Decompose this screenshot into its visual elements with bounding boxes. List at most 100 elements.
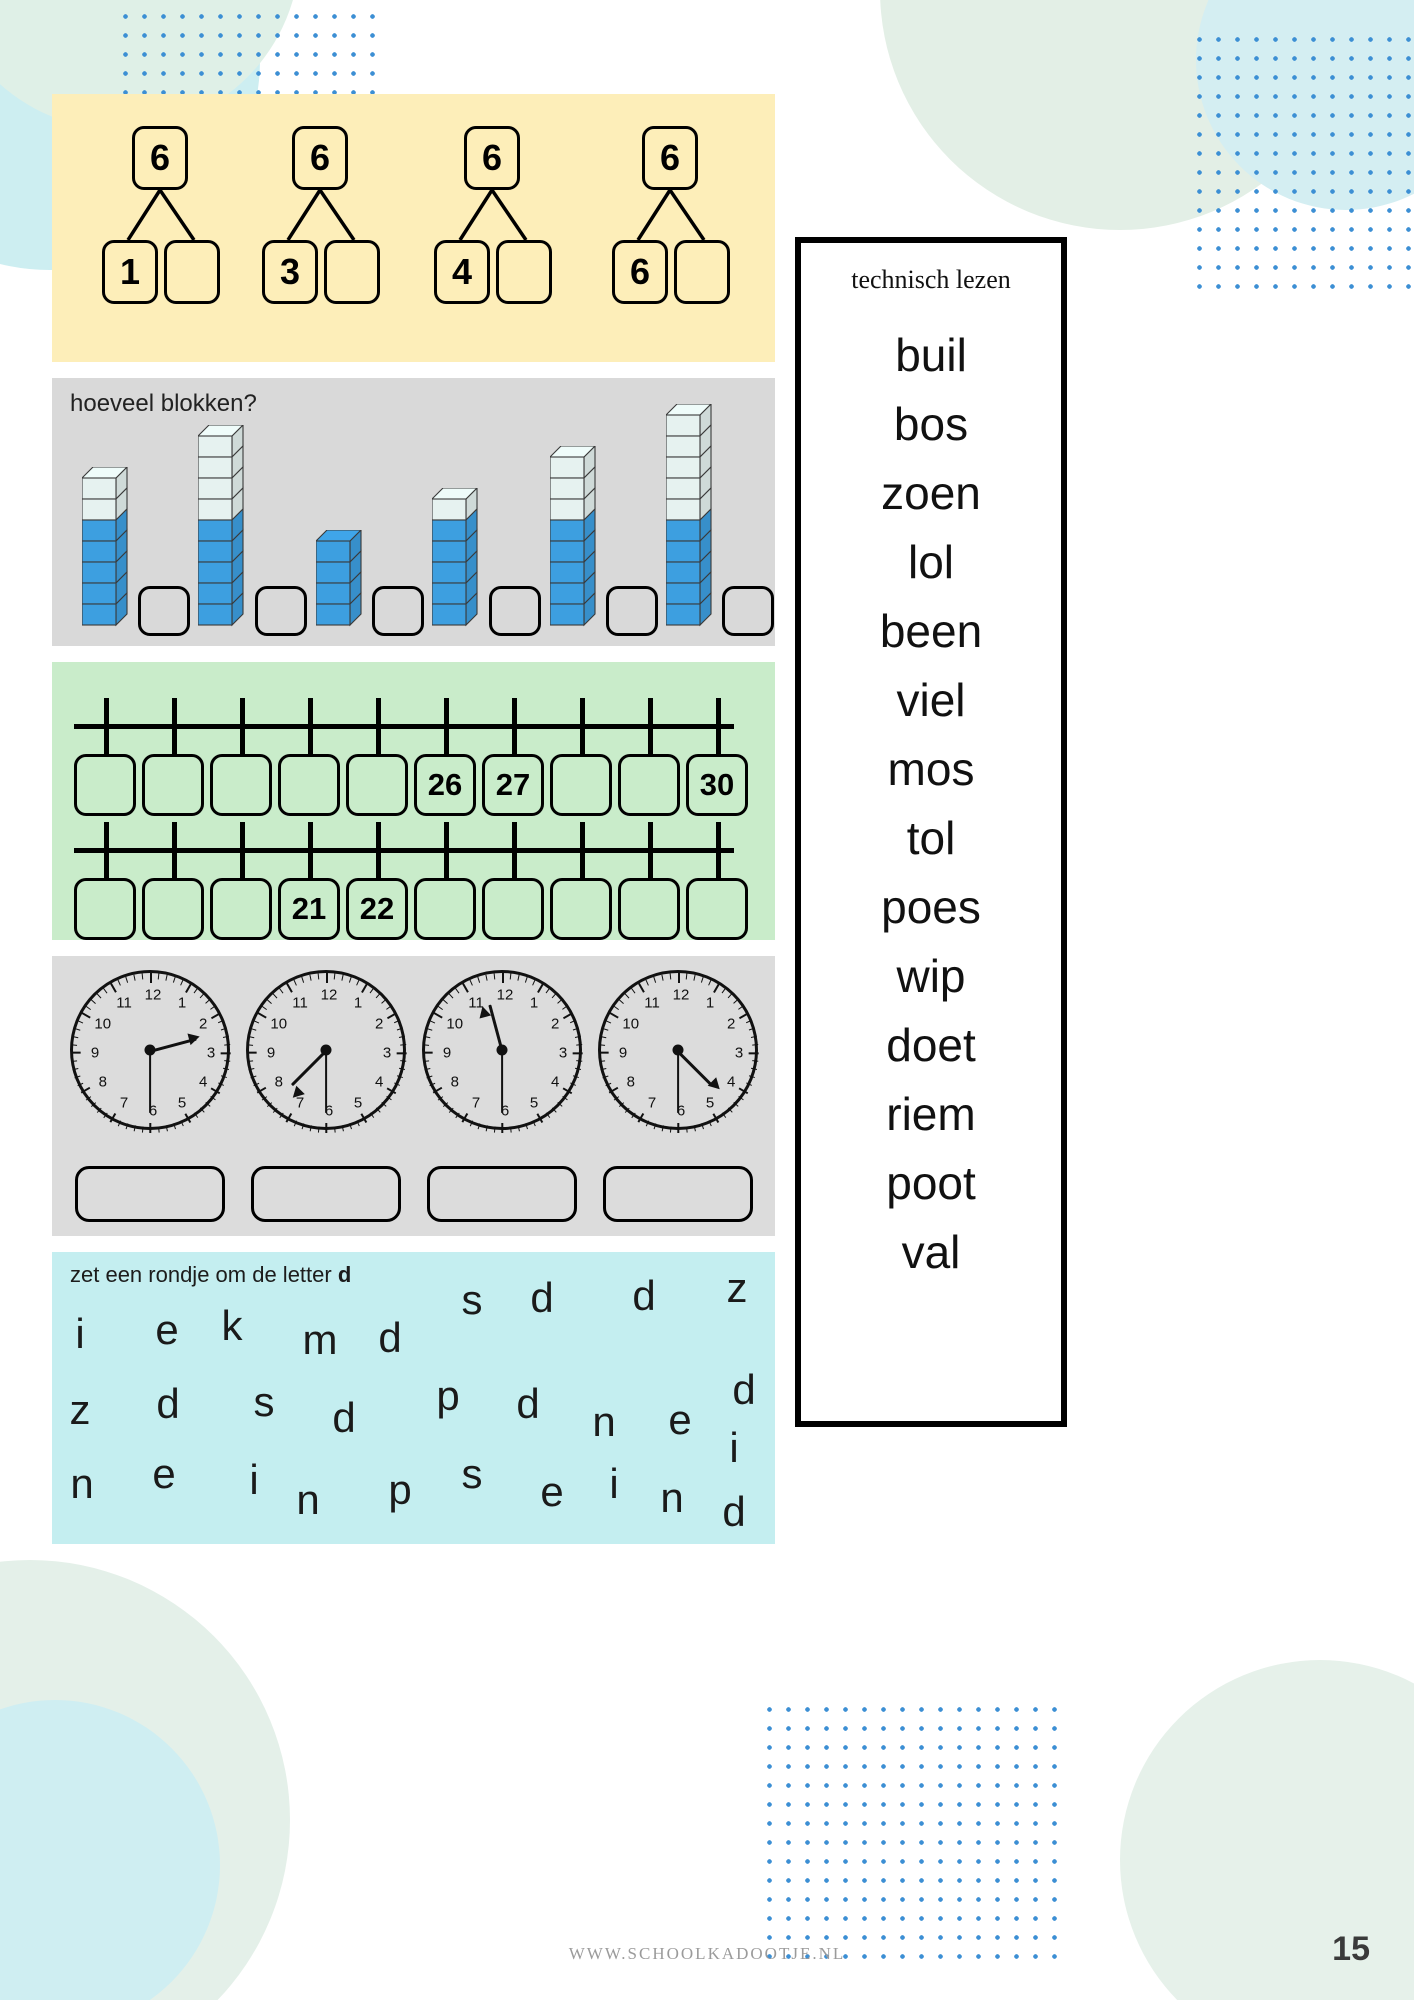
grid-letter[interactable]: e	[540, 1468, 564, 1515]
number-line-box[interactable]	[210, 878, 272, 940]
split-whole-box[interactable]: 6	[292, 126, 348, 190]
number-line-box[interactable]	[618, 878, 680, 940]
reading-word: lol	[907, 536, 955, 588]
clock-numeral: 3	[206, 1044, 216, 1062]
number-line-box[interactable]: 27	[482, 754, 544, 816]
number-line-tick	[444, 822, 449, 878]
block-answer-box[interactable]	[255, 586, 307, 636]
block-answer-box[interactable]	[489, 586, 541, 636]
number-line-box[interactable]	[210, 754, 272, 816]
reading-word: val	[901, 1226, 961, 1278]
grid-letter[interactable]: i	[75, 1310, 85, 1357]
grid-letter[interactable]: i	[249, 1456, 259, 1503]
clock-answer-box[interactable]	[251, 1166, 401, 1222]
number-line-tick	[104, 822, 109, 878]
dot-pattern-bottom	[760, 1700, 1060, 1960]
number-line-box[interactable]: 30	[686, 754, 748, 816]
grid-letter[interactable]: e	[155, 1306, 179, 1353]
grid-letter[interactable]: p	[388, 1466, 412, 1513]
grid-letter[interactable]: i	[729, 1424, 739, 1471]
number-line-box[interactable]	[618, 754, 680, 816]
grid-letter[interactable]: d	[516, 1380, 540, 1427]
number-line-tick	[240, 822, 245, 878]
split-connector-lines	[458, 190, 528, 240]
reading-word: mos	[887, 743, 975, 795]
clock-center-pivot	[144, 1044, 156, 1056]
grid-letter[interactable]: n	[660, 1474, 684, 1521]
clock-numeral: 5	[177, 1094, 187, 1112]
grid-letter[interactable]: s	[461, 1276, 483, 1323]
split-whole-box[interactable]: 6	[642, 126, 698, 190]
number-line-box[interactable]	[74, 878, 136, 940]
block-answer-box[interactable]	[372, 586, 424, 636]
number-line-box[interactable]: 26	[414, 754, 476, 816]
clock-numeral: 12	[496, 986, 514, 1004]
split-part-left-box[interactable]: 6	[612, 240, 668, 304]
block-answer-box[interactable]	[138, 586, 190, 636]
split-part-right-box[interactable]	[164, 240, 220, 304]
reading-word: zoen	[881, 467, 981, 519]
grid-letter[interactable]: i	[609, 1460, 619, 1507]
number-line-tick	[512, 698, 517, 754]
grid-letter[interactable]: d	[332, 1394, 356, 1441]
number-line-box[interactable]	[550, 754, 612, 816]
grid-letter[interactable]: z	[726, 1264, 748, 1311]
split-part-right-box[interactable]	[324, 240, 380, 304]
split-part-left-box[interactable]: 1	[102, 240, 158, 304]
number-line-box[interactable]	[278, 754, 340, 816]
grid-letter[interactable]: e	[152, 1450, 176, 1497]
tower-cubes	[80, 465, 129, 627]
block-towers	[60, 402, 774, 636]
grid-letter[interactable]: d	[530, 1274, 554, 1321]
reading-word: buil	[895, 329, 967, 381]
grid-letter[interactable]: d	[632, 1272, 656, 1319]
clock-answer-box[interactable]	[427, 1166, 577, 1222]
grid-letter[interactable]: d	[732, 1366, 756, 1413]
grid-letter[interactable]: s	[461, 1450, 483, 1497]
number-line-tick	[172, 698, 177, 754]
clock-numeral: 4	[551, 1073, 560, 1091]
split-part-left-box[interactable]: 4	[434, 240, 490, 304]
clock-answer-box[interactable]	[603, 1166, 753, 1222]
number-line-box[interactable]	[482, 878, 544, 940]
grid-letter[interactable]: e	[668, 1396, 692, 1443]
clock-numeral: 1	[705, 994, 715, 1012]
reading-word: tol	[906, 812, 956, 864]
clock-numeral: 12	[320, 986, 338, 1004]
number-line-box[interactable]	[686, 878, 748, 940]
block-answer-box[interactable]	[606, 586, 658, 636]
grid-letter[interactable]: s	[253, 1378, 275, 1425]
clock-minute-hand	[148, 1051, 152, 1114]
split-part-right-box[interactable]	[674, 240, 730, 304]
number-line-box[interactable]: 21	[278, 878, 340, 940]
number-line-box[interactable]	[346, 754, 408, 816]
grid-letter[interactable]: d	[156, 1380, 180, 1427]
grid-letter[interactable]: d	[722, 1488, 746, 1535]
split-part-left-box[interactable]: 3	[262, 240, 318, 304]
grid-letter[interactable]: k	[221, 1302, 243, 1349]
clock-numeral: 11	[292, 994, 308, 1012]
number-line-tick	[308, 698, 313, 754]
grid-letter[interactable]: m	[302, 1316, 338, 1363]
number-line-box[interactable]	[142, 754, 204, 816]
grid-letter[interactable]: n	[592, 1398, 616, 1445]
clock-answer-box[interactable]	[75, 1166, 225, 1222]
grid-letter[interactable]: n	[70, 1460, 94, 1507]
split-whole-box[interactable]: 6	[132, 126, 188, 190]
number-line-box[interactable]	[142, 878, 204, 940]
split-whole-box[interactable]: 6	[464, 126, 520, 190]
number-line-box[interactable]	[74, 754, 136, 816]
clock-numeral: 9	[442, 1044, 452, 1062]
grid-letter[interactable]: p	[436, 1372, 460, 1419]
grid-letter[interactable]: n	[296, 1476, 320, 1523]
number-line-box[interactable]	[550, 878, 612, 940]
block-answer-box[interactable]	[722, 586, 774, 636]
number-line-box[interactable]	[414, 878, 476, 940]
grid-letter[interactable]: d	[378, 1314, 402, 1361]
grid-letter[interactable]: z	[69, 1386, 91, 1433]
split-part-right-box[interactable]	[496, 240, 552, 304]
number-line-box[interactable]: 22	[346, 878, 408, 940]
